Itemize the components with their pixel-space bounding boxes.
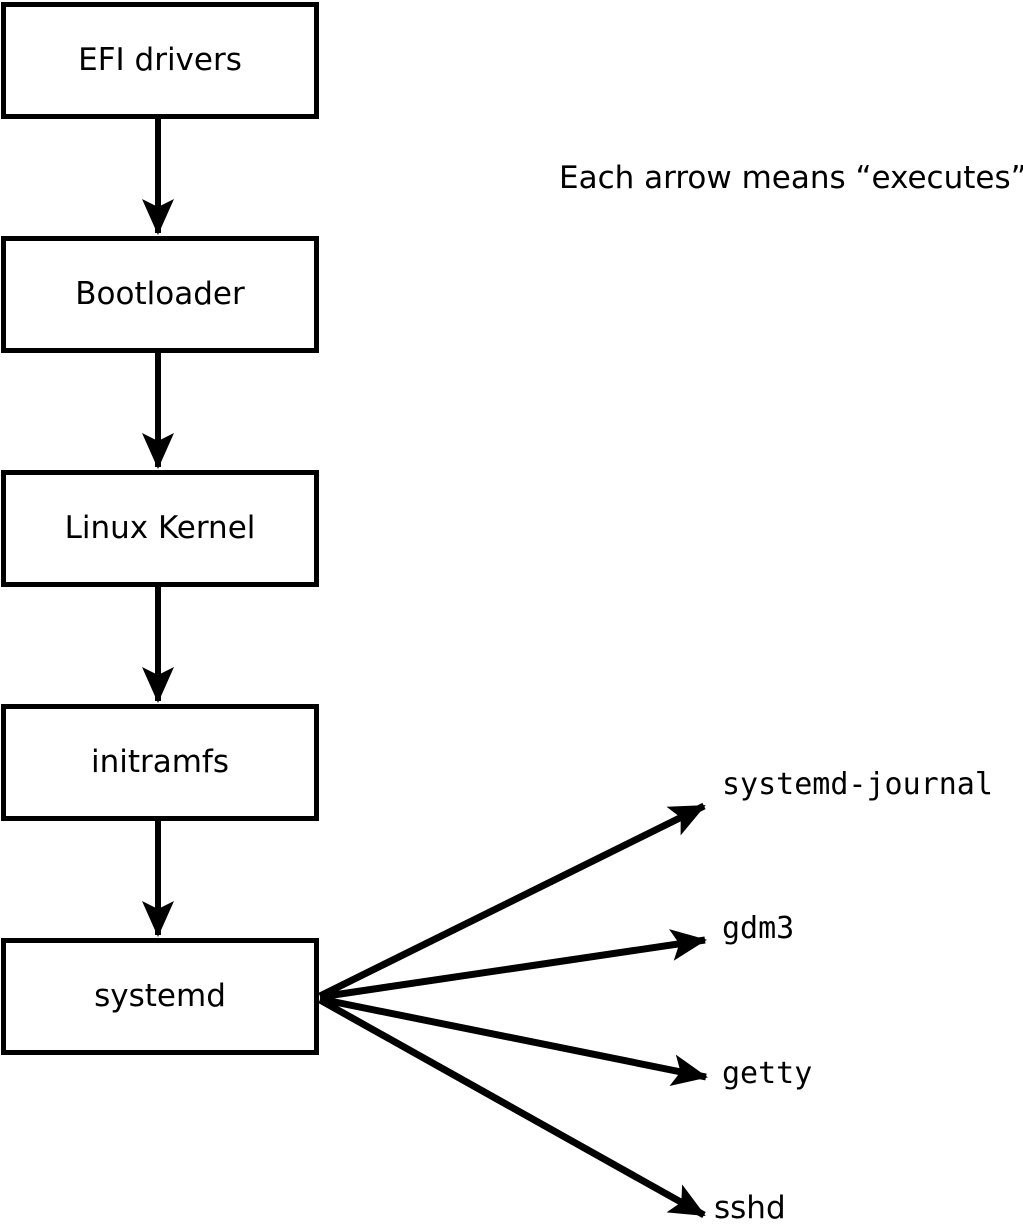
node-linux-kernel: Linux Kernel [1, 470, 319, 587]
process-label-sshd: sshd [714, 1190, 786, 1226]
node-initramfs: initramfs [1, 704, 319, 821]
process-label-systemd-journal: systemd-journal [722, 767, 993, 802]
process-label-gdm3: gdm3 [722, 911, 795, 946]
node-efi-drivers-label: EFI drivers [78, 42, 242, 78]
node-systemd: systemd [1, 938, 319, 1055]
node-linux-kernel-label: Linux Kernel [64, 510, 256, 546]
arrow-systemd-to-systemd-journal [318, 802, 706, 1000]
arrow-systemd-to-getty [319, 995, 708, 1086]
legend-note: Each arrow means “executes”. [559, 160, 1023, 196]
node-initramfs-label: initramfs [90, 744, 230, 780]
arrow-systemd-to-sshd [318, 996, 706, 1219]
process-label-getty: getty [722, 1056, 813, 1091]
node-efi-drivers: EFI drivers [1, 2, 319, 119]
arrow-systemd-to-gdm3 [319, 929, 707, 1001]
node-bootloader-label: Bootloader [75, 276, 245, 312]
node-systemd-label: systemd [94, 978, 226, 1014]
node-bootloader: Bootloader [1, 236, 319, 353]
